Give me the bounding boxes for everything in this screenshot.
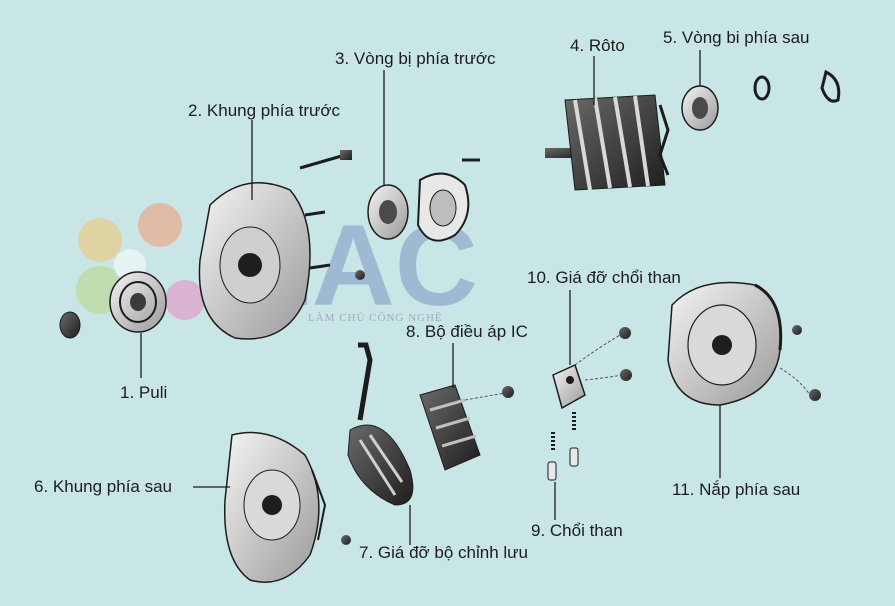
label-brushes: 9. Chổi than xyxy=(531,521,623,540)
front-bearing-part xyxy=(299,150,480,242)
front-frame-part xyxy=(198,182,365,340)
label-rear-bearing: 5. Vòng bi phía sau xyxy=(663,28,810,47)
ic-regulator-part xyxy=(419,384,514,471)
label-rectifier-holder: 7. Giá đỡ bộ chỉnh lưu xyxy=(359,543,529,562)
rectifier-holder-part xyxy=(347,342,414,506)
label-front-frame: 2. Khung phía trước xyxy=(188,101,341,120)
watermark-tagline: LÀM CHỦ CÔNG NGHỆ xyxy=(308,312,443,324)
leader-lines xyxy=(140,50,721,545)
rear-bearing-part xyxy=(681,69,841,131)
label-brush-holder: 10. Giá đỡ chổi than xyxy=(527,268,681,287)
rear-cover-part xyxy=(667,281,821,406)
label-ic-regulator: 8. Bộ điều áp IC xyxy=(406,322,528,341)
rear-frame-part xyxy=(223,431,351,583)
label-rear-frame: 6. Khung phía sau xyxy=(34,477,173,496)
pulley-part xyxy=(59,271,167,339)
label-rotor: 4. Rôto xyxy=(570,36,625,55)
brush-holder-part xyxy=(552,327,632,410)
brushes-part xyxy=(547,412,579,481)
label-front-bearing: 3. Vòng bị phía trước xyxy=(335,49,496,68)
label-rear-cover: 11. Nắp phía sau xyxy=(672,480,801,499)
rotor-part xyxy=(545,94,670,191)
label-pulley: 1. Puli xyxy=(120,383,168,402)
